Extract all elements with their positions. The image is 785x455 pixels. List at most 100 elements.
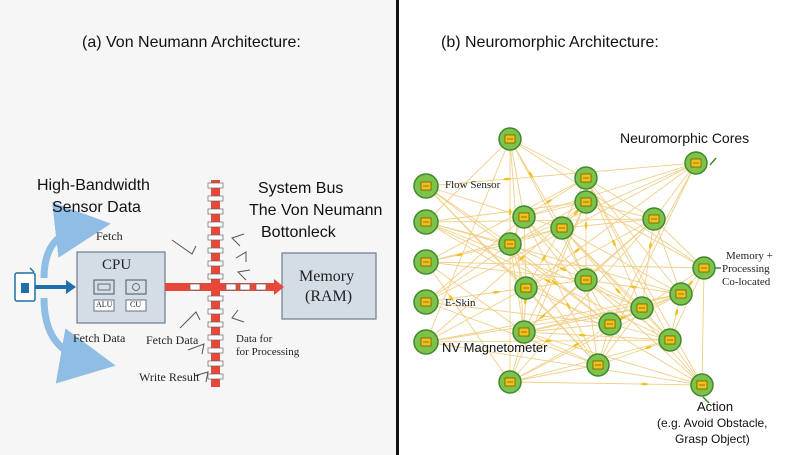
synapse-edge xyxy=(523,331,703,386)
synapse-edge xyxy=(523,293,682,333)
synapse-edge xyxy=(425,243,511,263)
synapse-edge xyxy=(585,177,671,341)
signal-spike xyxy=(566,302,571,309)
panel-divider xyxy=(396,0,399,455)
synapse-edge xyxy=(509,201,587,245)
signal-spike xyxy=(612,239,616,247)
system-bus-label-line1: System Bus xyxy=(258,180,344,197)
neuromorphic-core-node xyxy=(574,166,598,190)
fetch-data-center-label: Fetch Data xyxy=(146,333,199,347)
synapse-edge xyxy=(641,218,655,309)
sensor-node xyxy=(413,173,439,199)
alu-label: ALU xyxy=(96,300,113,309)
bus-transfer-arrows xyxy=(171,233,251,383)
signal-spike xyxy=(551,280,558,285)
signal-spike xyxy=(541,254,547,262)
signal-spike xyxy=(574,248,580,253)
neuromorphic-core-node xyxy=(574,190,598,214)
signal-spike xyxy=(539,313,546,319)
system-bus-vertical xyxy=(211,180,220,387)
memory-processing-label-line2: Processing xyxy=(722,263,770,275)
synapse-edge xyxy=(509,243,599,366)
synapse-edge xyxy=(509,138,587,179)
synapse-edge xyxy=(525,287,599,366)
synapse-edge xyxy=(425,138,511,343)
fetch-data-arrow-down xyxy=(40,297,116,384)
synapse-edge xyxy=(523,216,527,289)
sensor-icon xyxy=(14,267,36,302)
neuromorphic-core-node xyxy=(574,268,598,292)
bus-ladder xyxy=(207,182,224,380)
synapse-edge xyxy=(425,216,525,303)
signal-spike xyxy=(645,345,652,350)
memory-processing-label-line1: Memory + xyxy=(726,250,773,262)
signal-spike xyxy=(544,339,552,343)
synapse-edge xyxy=(425,261,511,383)
cu-chip-icon xyxy=(125,279,147,295)
synapse-edge xyxy=(425,218,655,223)
neuromorphic-core-node xyxy=(514,276,538,300)
synapse-edge xyxy=(509,218,655,383)
signal-spike xyxy=(615,288,621,294)
signal-spike xyxy=(619,315,626,320)
synapse-edge xyxy=(509,243,611,325)
synapse-edge xyxy=(523,331,671,341)
neuromorphic-core-node xyxy=(512,205,536,229)
synapse-edge xyxy=(701,267,705,386)
sensor-data-label-line1: High-Bandwidth xyxy=(37,177,150,194)
synapse-edge xyxy=(509,201,587,383)
neuromorphic-core-node xyxy=(630,296,654,320)
sensor-node xyxy=(413,329,439,355)
neuromorphic-core-node xyxy=(690,373,714,397)
memory-label-line2: (RAM) xyxy=(305,288,353,305)
synapse-edge xyxy=(523,323,611,333)
nv-magnetometer-label: NV Magnetometer xyxy=(442,340,548,355)
synapse-edge xyxy=(585,279,703,386)
neuromorphic-core-node xyxy=(642,207,666,231)
synapse-edge xyxy=(561,218,655,229)
signal-spike xyxy=(572,342,580,348)
data-for-label-line1: Data for xyxy=(236,333,273,345)
signal-spike xyxy=(448,295,454,301)
synapse-edge xyxy=(425,341,703,386)
synapse-edge xyxy=(585,201,705,269)
synapse-edge xyxy=(425,185,599,366)
synapse-edge xyxy=(585,177,655,220)
synapse-edge xyxy=(585,279,599,366)
synapse-edge xyxy=(509,138,525,218)
cpu-label: CPU xyxy=(102,257,132,273)
fetch-data-left-label: Fetch Data xyxy=(73,331,126,345)
signal-spike xyxy=(578,333,586,337)
signal-spike xyxy=(687,280,693,287)
synapse-edge xyxy=(509,162,697,245)
synapse-edge xyxy=(425,221,643,309)
flow-sensor-label: Flow Sensor xyxy=(445,179,501,191)
signal-spike xyxy=(675,308,679,316)
synapse-edge xyxy=(585,177,682,295)
cores-leader-line xyxy=(709,157,717,166)
synapse-edge xyxy=(523,216,599,366)
synapse-edge xyxy=(425,185,511,245)
synapse-edge xyxy=(509,364,599,383)
data-bus-horizontal xyxy=(165,283,277,291)
synapse-edge xyxy=(561,227,682,295)
synapse-edge xyxy=(425,201,587,223)
synapse-edge xyxy=(523,331,599,366)
cu-label: CU xyxy=(130,300,142,309)
signal-spike xyxy=(544,279,552,283)
sensor-node xyxy=(413,249,439,275)
neuromorphic-cores-label: Neuromorphic Cores xyxy=(620,130,750,146)
e-skin-label: E-Skin xyxy=(445,297,476,309)
signal-spike xyxy=(503,177,511,181)
neuromorphic-core-node xyxy=(586,353,610,377)
neuromorphic-core-node xyxy=(692,256,716,280)
synapse-edge xyxy=(509,381,703,386)
synapse-edge xyxy=(523,177,587,218)
synapse-edge xyxy=(523,279,587,333)
signal-spike xyxy=(559,267,567,272)
fetch-arrow-up xyxy=(40,202,111,279)
signal-spike xyxy=(456,253,464,257)
signal-spike xyxy=(630,285,637,289)
action-label-line1: Action xyxy=(697,399,734,414)
action-leader-line xyxy=(702,396,710,404)
